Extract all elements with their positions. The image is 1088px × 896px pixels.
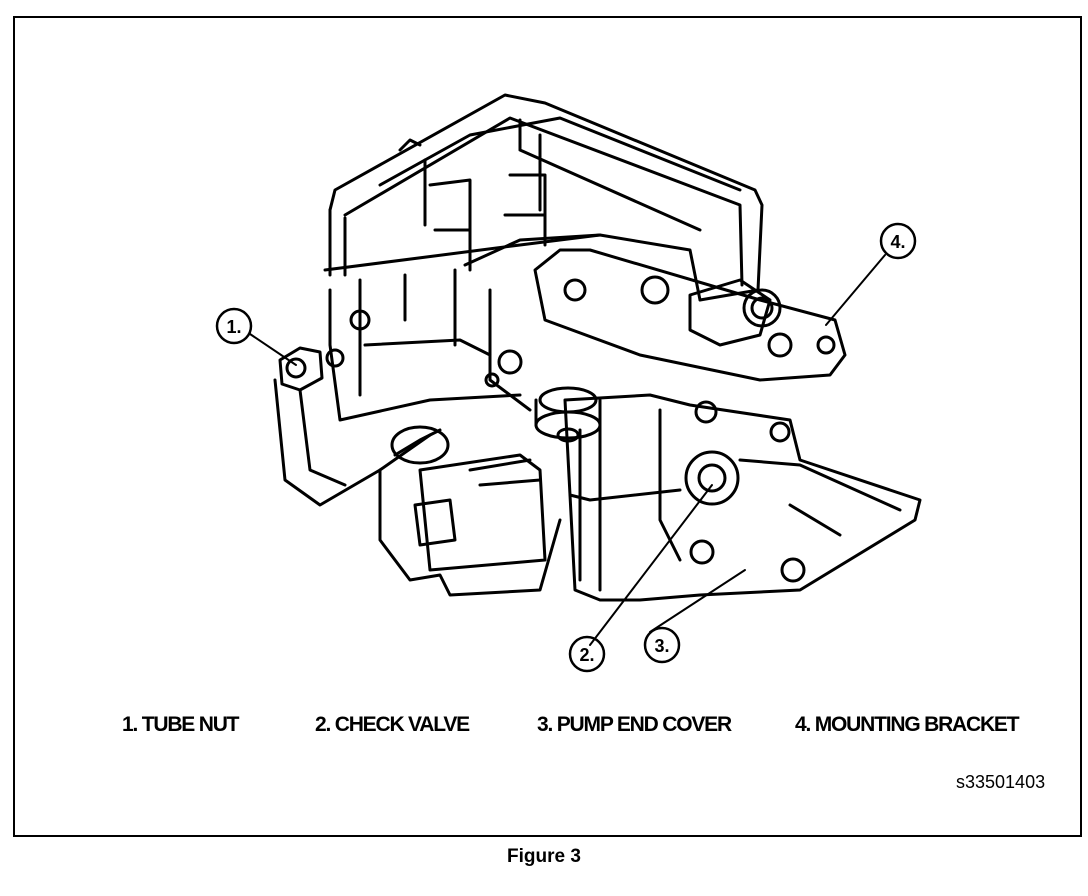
valve-body <box>323 173 702 422</box>
callout-3-number: 3. <box>654 636 669 656</box>
mounting-bracket-part <box>533 248 847 382</box>
legend-item-pump-end-cover: 3. PUMP END COVER <box>537 713 732 736</box>
callout-2-number: 2. <box>579 645 594 665</box>
motor-cover <box>328 93 764 302</box>
leader-line-1 <box>249 333 297 366</box>
callout-1: 1. <box>215 307 253 345</box>
tube-nut-part <box>273 346 432 507</box>
leader-line-2 <box>589 484 713 646</box>
callout-4: 4. <box>879 222 917 260</box>
legend-item-tube-nut: 1. TUBE NUT <box>122 713 240 736</box>
figure-frame <box>13 16 1082 837</box>
callout-1-number: 1. <box>226 317 241 337</box>
pump-motor <box>378 386 602 597</box>
leader-line-4 <box>825 254 886 326</box>
leader-line-3 <box>649 569 746 633</box>
legend-item-mounting-bracket: 4. MOUNTING BRACKET <box>795 713 1020 736</box>
pump-housing <box>563 393 922 602</box>
callout-2: 2. <box>568 635 606 673</box>
leader-lines <box>249 254 886 646</box>
legend-item-check-valve: 2. CHECK VALVE <box>315 713 470 736</box>
figure-code: s33501403 <box>956 772 1046 792</box>
callout-4-number: 4. <box>890 232 905 252</box>
callout-3: 3. <box>643 626 681 664</box>
figure-caption: Figure 3 <box>507 846 581 867</box>
